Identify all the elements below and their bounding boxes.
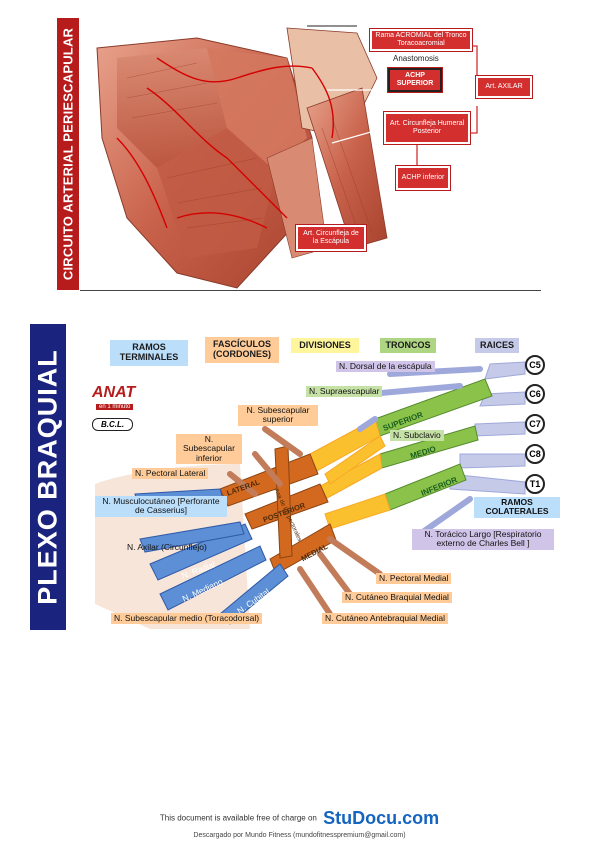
anat-logo-subtitle: en 1 minuto <box>96 404 134 410</box>
circumflex-scapular-box: Art. Circunfleja de la Escápula <box>296 225 366 251</box>
axillary-artery-box: Art. AXILAR <box>476 76 532 98</box>
root-t1: T1 <box>525 474 545 494</box>
header-trunks: TRONCOS <box>380 338 436 353</box>
top-panel-divider <box>80 290 541 291</box>
achp-superior-box: ACHP SUPERIOR <box>388 68 442 92</box>
periscapular-figure <box>57 18 541 293</box>
header-roots: RAICES <box>475 338 519 353</box>
medial-antebrachial-cutaneous-nerve: N. Cutáneo Antebraquial Medial <box>322 613 449 625</box>
medial-brachial-cutaneous-nerve: N. Cutáneo Braquial Medial <box>342 592 452 604</box>
footer-availability: This document is available free of charg… <box>0 808 599 829</box>
axillary-nerve: N. Axilar (Circunflejo) <box>127 542 207 552</box>
periscapular-banner: CIRCUITO ARTERIAL PERIESCAPULAR <box>57 18 79 290</box>
achp-inferior-box: ACHP inferior <box>396 166 450 190</box>
long-thoracic-nerve: N. Torácico Largo [Respiratorio externo … <box>412 529 554 550</box>
plexus-title: PLEXO BRAQUIAL <box>32 349 63 605</box>
header-divisions: DIVISIONES <box>291 338 359 353</box>
periscapular-title: CIRCUITO ARTERIAL PERIESCAPULAR <box>60 27 76 281</box>
collateral-branches-header: RAMOS COLATERALES <box>474 497 560 518</box>
root-c6: C6 <box>525 384 545 404</box>
lower-subscapular-nerve: N. Subescapular inferior <box>176 434 242 465</box>
root-c5: C5 <box>525 355 545 375</box>
medial-pectoral-nerve: N. Pectoral Medial <box>376 573 452 585</box>
anat-logo: ANAT <box>92 384 136 401</box>
brachial-plexus-diagram <box>95 361 526 629</box>
footer-availability-text: This document is available free of charg… <box>159 813 317 823</box>
header-terminal-branches: RAMOS TERMINALES <box>110 340 188 366</box>
brachial-plexus-figure <box>30 324 570 630</box>
anastomosis-label: Anastomosis <box>393 54 439 63</box>
root-c8: C8 <box>525 444 545 464</box>
header-cords: FASCÍCULOS (CORDONES) <box>205 337 279 363</box>
studocu-logo-link[interactable]: StuDocu.com <box>323 808 440 828</box>
footer-download-credit: Descargado por Mundo Fitness (mundofitne… <box>193 832 406 839</box>
musculocutaneous-nerve: N. Musculocutáneo [Perforante de Casseri… <box>95 496 227 517</box>
upper-subscapular-nerve: N. Subescapular superior <box>238 405 318 426</box>
posterior-circumflex-humeral-box: Art. Circunfleja Humeral Posterior <box>384 112 470 144</box>
acromial-branch-box: Rama ACROMIAL del Tronco Toracoacromial <box>370 29 472 51</box>
dorsal-scapular-nerve: N. Dorsal de la escápula <box>336 361 435 373</box>
subclavian-nerve: N. Subclavio <box>390 430 444 442</box>
plexus-banner: PLEXO BRAQUIAL <box>30 324 66 630</box>
lateral-pectoral-nerve: N. Pectoral Lateral <box>132 468 209 480</box>
shoulder-muscle-illustration <box>96 25 502 289</box>
suprascapular-nerve: N. Supraescapular <box>306 386 383 398</box>
root-c7: C7 <box>525 414 545 434</box>
bcl-badge: B.C.L. <box>92 418 134 431</box>
thoracodorsal-nerve: N. Subescapular medio (Toracodorsal) <box>111 613 263 625</box>
